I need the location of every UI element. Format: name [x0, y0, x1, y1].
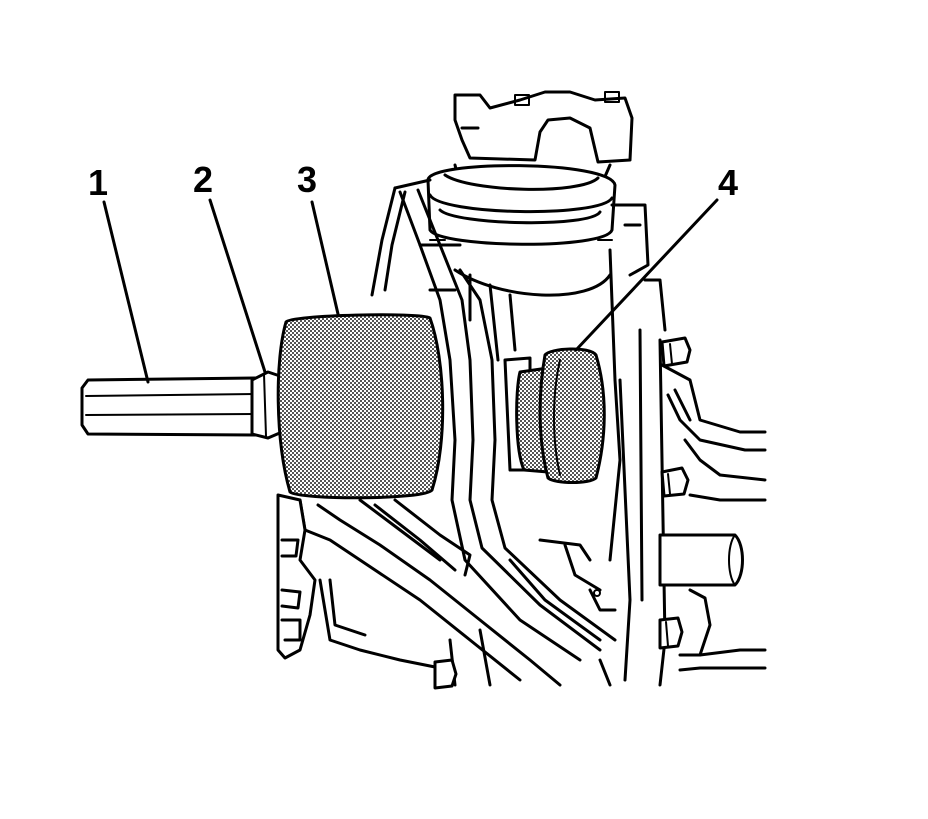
tool-body [276, 313, 445, 500]
leader-lines [102, 198, 719, 384]
housing-bolts [433, 336, 692, 690]
callout-4: 4 [718, 162, 738, 203]
tool-shaft [80, 376, 260, 437]
output-flange [426, 164, 617, 246]
bolt-bottom [433, 658, 458, 690]
crossmember [658, 363, 767, 672]
mounting-bracket [276, 493, 317, 660]
callout-1: 1 [88, 162, 108, 203]
suspension-arm [398, 188, 617, 662]
installer-tool [80, 313, 445, 500]
seal-bearing [503, 347, 606, 484]
bolt-lower [658, 616, 684, 650]
bolt-upper [660, 336, 692, 368]
callout-3: 3 [297, 159, 317, 200]
lower-frame [298, 498, 617, 687]
callout-2: 2 [193, 159, 213, 200]
transfer-case-housing [370, 178, 667, 687]
leader-line-2 [208, 198, 267, 374]
leader-line-4 [574, 198, 719, 352]
callout-labels: 1 2 3 4 [88, 159, 738, 203]
leader-line-1 [102, 200, 150, 384]
bolt-middle [660, 466, 690, 498]
leader-line-3 [310, 200, 340, 316]
